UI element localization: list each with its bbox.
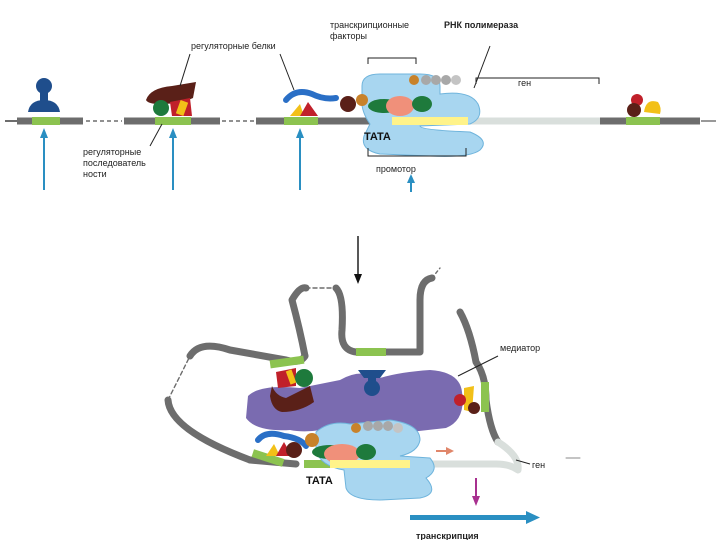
rna-polymerase-complex (340, 73, 484, 157)
bottom-rna-polymerase-complex (255, 419, 435, 501)
bound-protein-blue (358, 370, 386, 396)
label-promoter: промотор (376, 164, 416, 174)
regulatory-protein-right (627, 94, 661, 117)
regulatory-site (626, 117, 660, 125)
bottom-leader-lines (457, 355, 531, 465)
label-rna-polymerase: РНК полимераза (444, 20, 519, 30)
regulatory-site (269, 355, 305, 369)
regulatory-site (304, 460, 330, 468)
label-transcription: транскрипция (416, 531, 479, 540)
label-mediator: медиатор (500, 343, 540, 353)
bound-protein-right (454, 386, 480, 414)
label-regulatory-sequences-line2: последователь (83, 158, 146, 168)
regulatory-site (251, 449, 285, 467)
label-tata-top: TATA (364, 131, 391, 143)
polymerase-direction-arrow (436, 447, 454, 455)
regulatory-protein-brown (146, 82, 196, 116)
top-activation-arrows (40, 128, 415, 192)
regulatory-protein-blue (28, 78, 60, 112)
mrna-arrow (472, 478, 480, 506)
label-regulatory-proteins: регуляторные белки (191, 41, 276, 51)
label-transcription-factors-line2: факторы (330, 31, 367, 41)
mediator-complex (246, 370, 463, 432)
regulatory-protein-activator (283, 89, 339, 116)
label-transcription-factors-line1: транскрипционные (330, 20, 409, 30)
label-regulatory-sequences-line1: регуляторные (83, 147, 141, 157)
bound-protein-brown (270, 368, 314, 412)
label-tata-bottom: TATA (306, 475, 333, 487)
label-gene-bottom: ген (532, 460, 545, 470)
regulatory-site (32, 117, 60, 125)
top-leader-lines (149, 45, 600, 157)
transition-arrow (354, 236, 362, 284)
regulatory-site (481, 382, 489, 412)
label-gene-top: ген (518, 78, 531, 88)
transcription-arrow (410, 511, 540, 524)
regulatory-site (356, 348, 386, 356)
regulatory-site (155, 117, 191, 125)
regulatory-site (284, 117, 318, 125)
label-regulatory-sequences-line3: ности (83, 169, 107, 179)
